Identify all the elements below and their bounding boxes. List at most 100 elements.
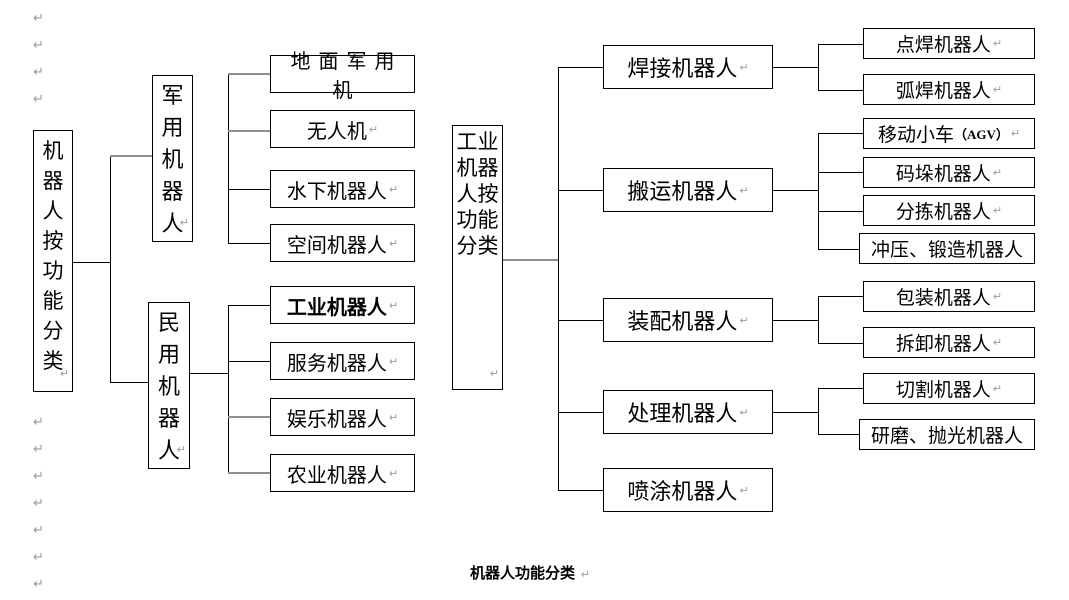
node-label: 工业机器人 — [286, 296, 387, 319]
node-disassembly-robot[interactable]: 拆卸机器人 ↵ — [863, 327, 1035, 358]
paragraph-mark-icon: ↵ — [992, 204, 1003, 217]
figure-caption: 机器人功能分类 ↵ — [380, 562, 680, 583]
node-agv-mobile-cart[interactable]: 移动小车 （AGV） ↵ — [863, 118, 1035, 149]
node-space-robot[interactable]: 空间机器人 ↵ — [270, 224, 415, 262]
paragraph-mark-icon: ↵ — [1010, 127, 1021, 140]
node-spray-painting-robot[interactable]: 喷涂机器人 ↵ — [603, 468, 773, 512]
node-label: 农业机器人 — [286, 464, 387, 487]
connector-line — [228, 74, 229, 244]
connector-line — [818, 172, 863, 173]
caption-text: 机器人功能分类 — [470, 566, 576, 582]
node-label: 冲压、锻造机器人 — [870, 240, 1023, 261]
node-label: 军用机器人 — [161, 83, 184, 236]
node-label: 点焊机器人 — [895, 35, 991, 56]
node-civilian-robot[interactable]: 民用机器人 ↵ — [148, 302, 190, 469]
node-palletizing-robot[interactable]: 码垛机器人 ↵ — [863, 157, 1035, 188]
node-label: 民用机器人 — [157, 310, 180, 463]
connector-line — [228, 361, 270, 362]
paragraph-mark-icon: ↵ — [368, 122, 379, 136]
node-label: 喷涂机器人 — [627, 479, 738, 504]
node-ground-military-machine[interactable]: 地面军用机 — [270, 51, 415, 102]
paragraph-mark-icon: ↵ — [388, 182, 399, 196]
node-label: 工业机器人按功能分类 — [456, 130, 499, 258]
node-robots-by-function[interactable]: 机器人按功能分类 ↵ — [33, 130, 73, 392]
connector-line — [818, 296, 819, 343]
connector-line — [818, 296, 863, 297]
connector-line — [558, 67, 603, 68]
node-label: 搬运机器人 — [627, 179, 738, 204]
paragraph-mark-icon: ↵ — [33, 442, 44, 457]
paragraph-mark-icon: ↵ — [179, 216, 189, 229]
node-underwater-robot[interactable]: 水下机器人 ↵ — [270, 170, 415, 208]
paragraph-mark-icon: ↵ — [739, 405, 749, 419]
connector-line — [110, 155, 152, 157]
node-arc-welding-robot[interactable]: 弧焊机器人 ↵ — [863, 74, 1035, 105]
node-cutting-robot[interactable]: 切割机器人 ↵ — [863, 373, 1035, 404]
connector-line — [228, 130, 270, 132]
connector-line — [228, 416, 270, 418]
node-service-robot[interactable]: 服务机器人 ↵ — [270, 342, 415, 380]
node-assembly-robot[interactable]: 装配机器人 ↵ — [603, 298, 773, 342]
paragraph-mark-icon: ↵ — [176, 443, 186, 456]
paragraph-mark-icon: ↵ — [992, 166, 1003, 179]
paragraph-mark-icon: ↵ — [388, 410, 399, 424]
paragraph-mark-icon: ↵ — [489, 367, 499, 380]
paragraph-mark-icon: ↵ — [739, 60, 749, 74]
node-label: 地面军用机 — [290, 51, 403, 102]
connector-line — [228, 243, 270, 244]
node-industrial-robot[interactable]: 工业机器人 ↵ — [270, 286, 415, 324]
paragraph-mark-icon: ↵ — [992, 382, 1003, 395]
paragraph-mark-icon: ↵ — [388, 298, 399, 312]
connector-line — [818, 388, 863, 389]
paragraph-mark-icon: ↵ — [580, 568, 590, 581]
node-label: 焊接机器人 — [627, 56, 738, 81]
node-label: 弧焊机器人 — [895, 81, 991, 102]
node-industrial-robots-by-function[interactable]: 工业机器人按功能分类 ↵ — [452, 125, 503, 390]
connector-line — [503, 259, 558, 261]
node-label: 装配机器人 — [627, 309, 738, 334]
paragraph-mark-icon: ↵ — [59, 367, 69, 380]
connector-line — [818, 388, 819, 435]
connector-line — [818, 434, 860, 435]
node-spot-welding-robot[interactable]: 点焊机器人 ↵ — [863, 28, 1035, 59]
node-handling-robot[interactable]: 搬运机器人 ↵ — [603, 168, 773, 212]
connector-line — [110, 156, 111, 383]
node-grinding-polishing-robot[interactable]: 研磨、抛光机器人 — [859, 419, 1035, 450]
paragraph-mark-icon: ↵ — [739, 483, 749, 497]
node-label: 水下机器人 — [286, 180, 387, 203]
node-label: 空间机器人 — [286, 234, 387, 257]
node-label: 研磨、抛光机器人 — [870, 426, 1023, 447]
node-sorting-robot[interactable]: 分拣机器人 ↵ — [863, 195, 1035, 226]
paragraph-mark-icon: ↵ — [739, 183, 749, 197]
node-processing-robot[interactable]: 处理机器人 ↵ — [603, 390, 773, 434]
connector-line — [558, 412, 603, 413]
node-label: 机器人按功能分类 — [42, 139, 64, 373]
node-agricultural-robot[interactable]: 农业机器人 ↵ — [270, 454, 415, 492]
node-label: 包装机器人 — [895, 288, 991, 309]
node-drone[interactable]: 无人机 ↵ — [270, 110, 415, 148]
connector-line — [558, 67, 559, 491]
connector-line — [773, 190, 818, 191]
paragraph-mark-icon: ↵ — [992, 37, 1003, 50]
node-military-robot[interactable]: 军用机器人 ↵ — [152, 75, 193, 242]
paragraph-mark-icon: ↵ — [739, 313, 749, 327]
node-label: 处理机器人 — [627, 401, 738, 426]
paragraph-mark-icon: ↵ — [33, 577, 44, 592]
connector-line — [818, 343, 863, 344]
node-packaging-robot[interactable]: 包装机器人 ↵ — [863, 281, 1035, 312]
paragraph-mark-icon: ↵ — [33, 496, 44, 511]
connector-line — [228, 305, 270, 306]
node-stamping-forging-robot[interactable]: 冲压、锻造机器人 — [859, 233, 1035, 264]
connector-line — [818, 133, 863, 134]
node-welding-robot[interactable]: 焊接机器人 ↵ — [603, 45, 773, 89]
paragraph-mark-icon: ↵ — [33, 38, 44, 53]
node-label: 无人机 — [306, 120, 367, 143]
connector-line — [558, 190, 603, 191]
paragraph-mark-icon: ↵ — [33, 469, 44, 484]
connector-line — [73, 262, 110, 263]
node-label-suffix: （AGV） — [953, 127, 1009, 142]
paragraph-mark-icon: ↵ — [388, 354, 399, 368]
node-entertainment-robot[interactable]: 娱乐机器人 ↵ — [270, 398, 415, 436]
paragraph-mark-icon: ↵ — [33, 92, 44, 107]
